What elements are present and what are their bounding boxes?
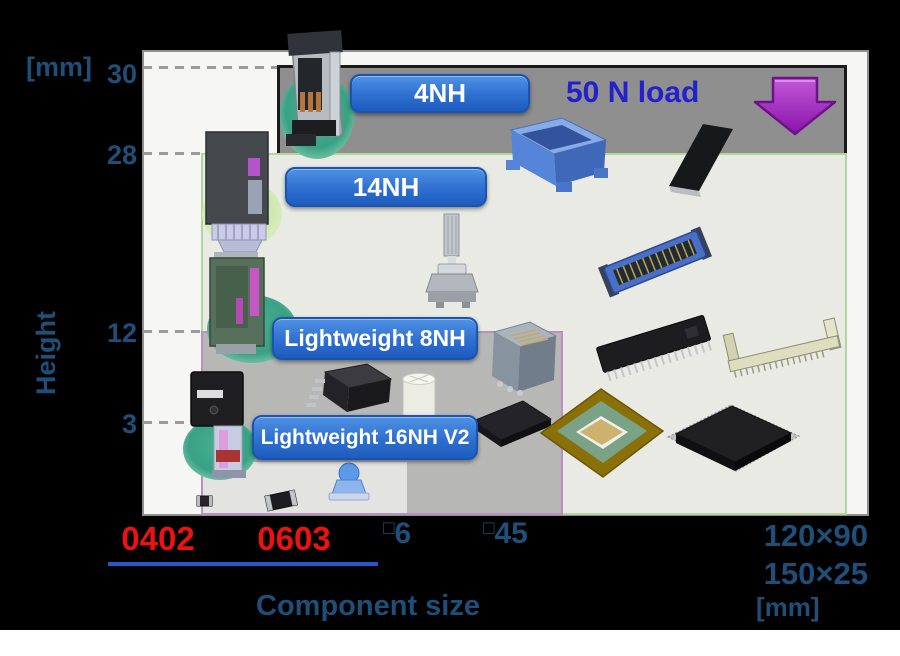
x-label-sq45: □45	[483, 517, 528, 550]
x-label-0402: 0402	[121, 520, 195, 557]
gridline-30mm	[143, 66, 277, 69]
square-symbol: □	[383, 518, 395, 539]
component-photo-qfn	[472, 400, 552, 447]
x-axis-unit: [mm]	[756, 592, 820, 622]
component-photo-bga-gold	[539, 388, 665, 478]
component-photo-modular-jack	[492, 321, 558, 396]
label-lightweight-8nh: Lightweight 8NH	[272, 317, 478, 360]
x-label-150x25: 150×25	[763, 556, 868, 591]
nozzle-photo-14nh	[205, 131, 269, 253]
bottom-white-strip	[0, 630, 900, 656]
component-photo-encoder	[425, 213, 479, 308]
square-symbol: □	[483, 518, 495, 539]
y-axis-unit: [mm]	[26, 52, 92, 82]
y-tick-30: 30	[106, 59, 137, 89]
component-photo-led	[328, 462, 370, 501]
component-photo-fin-connector	[669, 124, 733, 197]
nozzle-photo-8nh	[209, 252, 265, 354]
component-photo-qfp	[666, 404, 801, 472]
component-photo-soic	[306, 363, 393, 412]
gridline-3mm	[143, 421, 199, 424]
label-14nh: 14NH	[285, 167, 487, 207]
nozzle-photo-16nh-v2	[190, 371, 246, 478]
gridline-28mm	[143, 152, 205, 155]
label-lightweight-16nh-v2: Lightweight 16NH V2	[252, 415, 478, 460]
x-label-120x90: 120×90	[763, 518, 868, 553]
load-arrow-icon	[753, 76, 837, 136]
y-tick-3: 3	[121, 409, 137, 439]
x-axis-title: Component size	[256, 590, 480, 622]
x-label-0603: 0603	[257, 520, 331, 557]
x-label-sq6: □6	[383, 517, 412, 550]
label-4nh: 4NH	[350, 74, 530, 113]
nozzle-photo-4nh	[286, 30, 344, 146]
component-photo-card-socket-blue	[506, 117, 608, 192]
load-annotation: 50 N load	[566, 76, 700, 109]
component-photo-edge-bracket	[722, 317, 842, 378]
y-tick-12: 12	[106, 318, 137, 348]
component-photo-chip-0402	[196, 495, 213, 507]
component-photo-pin-header	[596, 315, 712, 382]
component-photo-chip-0603	[264, 489, 298, 512]
gridline-12mm	[143, 330, 205, 333]
red-sizes-underline	[108, 562, 378, 566]
y-tick-28: 28	[106, 140, 137, 170]
y-axis-title: Height	[31, 311, 61, 395]
component-photo-btb-connector	[598, 226, 712, 298]
